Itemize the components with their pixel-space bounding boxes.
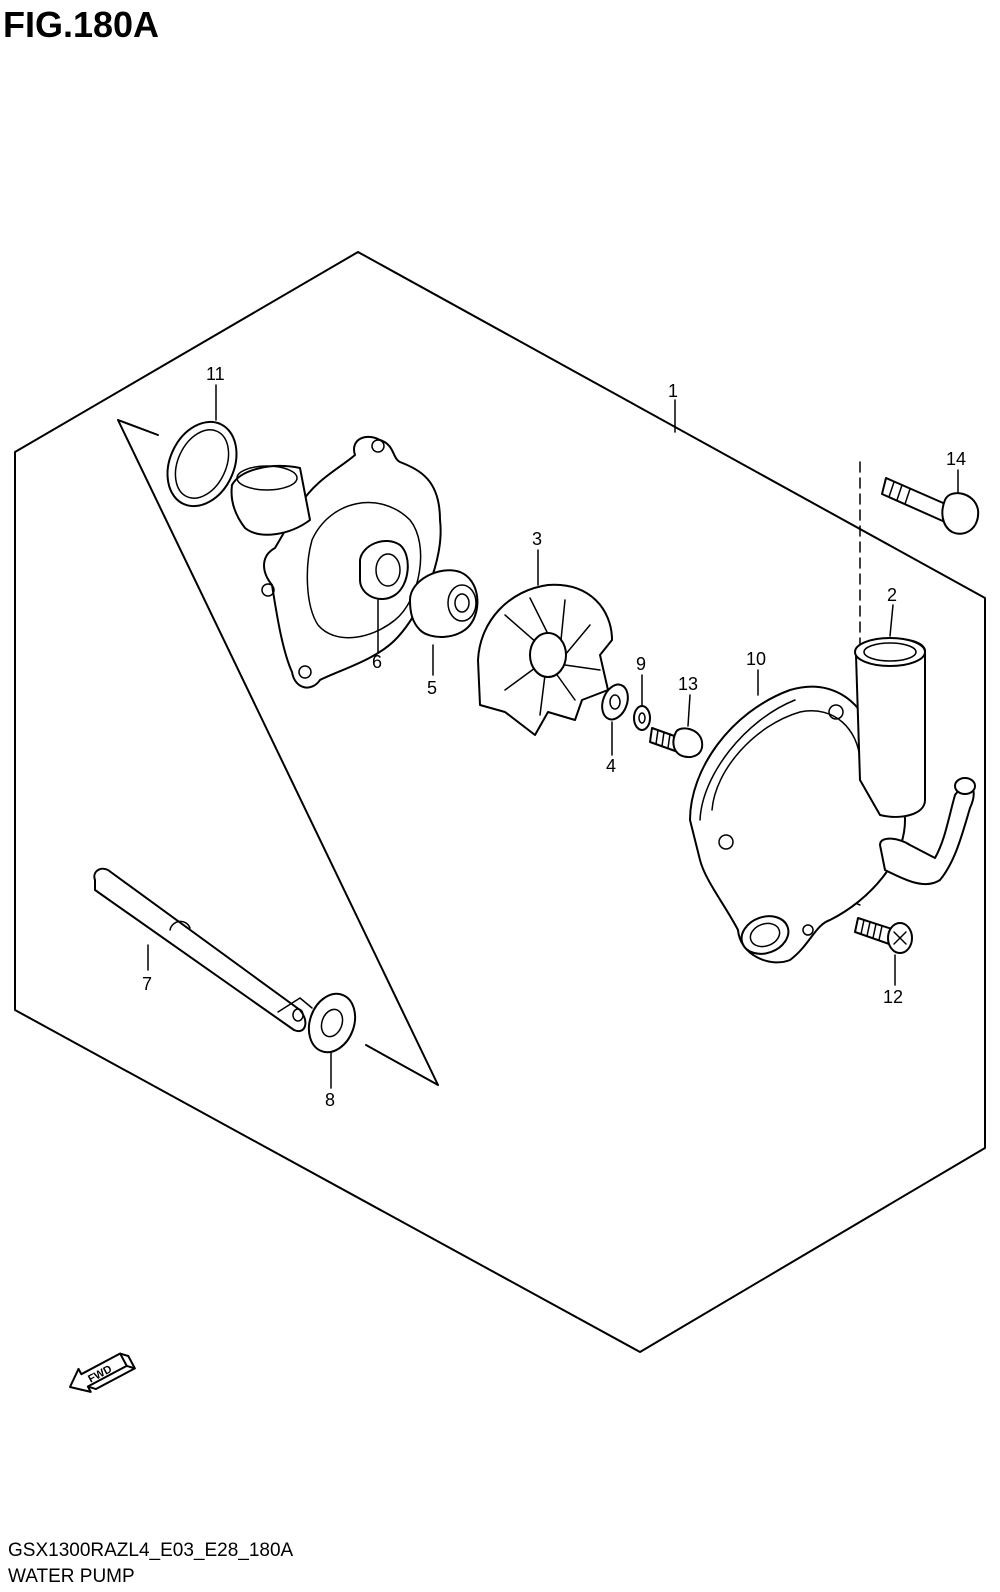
washer-part-9 [633,705,651,731]
callout-4: 4 [606,756,616,776]
sub-assembly-bracket [117,419,439,1086]
callout-13: 13 [678,674,698,694]
callout-10: 10 [746,649,766,669]
figure-title: FIG.180A [3,4,160,45]
callout-6: 6 [372,652,382,672]
callout-5: 5 [427,678,437,698]
leader-lines [147,384,959,1089]
impeller-part [477,583,613,736]
callout-1: 1 [668,381,678,401]
diagram-name: WATER PUMP [8,1566,135,1587]
callout-9: 9 [636,654,646,674]
fwd-arrow-icon: FWD [69,1352,136,1393]
callout-12: 12 [883,987,903,1007]
shaft-part [93,867,313,1033]
outlet-pipe-part [854,637,976,886]
callout-3: 3 [532,529,542,549]
diagram-code: GSX1300RAZL4_E03_E28_180A [8,1540,294,1561]
screw-part-12 [854,917,913,954]
pump-cover-part [230,435,442,689]
washer-part-4 [601,683,629,721]
o-ring-part [166,420,238,508]
assembly-boundary [14,251,986,1353]
bolt-part-13 [649,727,704,759]
callout-7: 7 [142,974,152,994]
bolt-part-14 [881,477,980,535]
callout-8: 8 [325,1090,335,1110]
washer-part-8 [307,992,357,1054]
pump-body-part [689,685,906,964]
mechanical-seal-part [409,569,479,638]
callout-11: 11 [206,364,225,384]
callout-14: 14 [946,449,966,469]
callout-2: 2 [887,585,897,605]
